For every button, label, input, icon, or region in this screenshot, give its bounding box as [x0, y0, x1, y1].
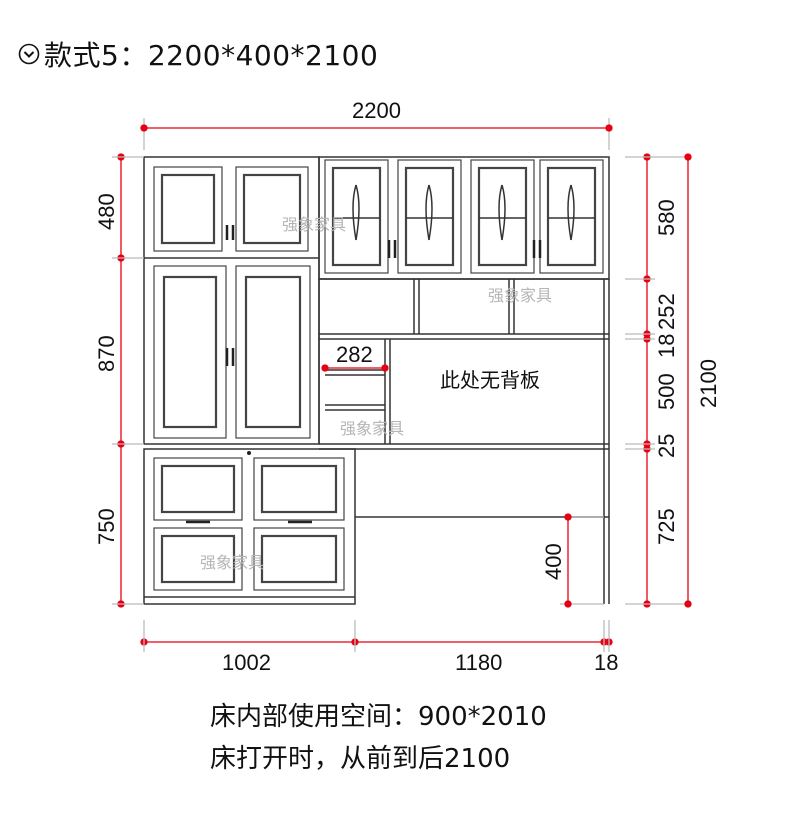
glass-decor [333, 184, 595, 241]
dim-left-480: 480 [94, 193, 119, 230]
dim-left-870: 870 [94, 335, 119, 372]
dim-bottom-18: 18 [594, 650, 618, 675]
header: 款式5：2200*400*2100 [18, 34, 378, 74]
dim-right-18: 18 [654, 334, 679, 358]
dim-top-width: 2200 [352, 98, 401, 123]
watermark-3: 强象家具 [340, 419, 404, 438]
page-title: 款式5：2200*400*2100 [44, 39, 379, 72]
dim-total-height: 2100 [696, 359, 721, 408]
dim-bottom-1180: 1180 [455, 650, 502, 675]
dim-desk-400: 400 [541, 543, 566, 580]
watermark-1: 强象家具 [282, 215, 346, 234]
dimension-lines [112, 118, 692, 652]
dim-right-580: 580 [654, 199, 679, 236]
dim-left-750: 750 [94, 508, 119, 545]
watermark-2: 强象家具 [488, 286, 552, 305]
dim-bottom-1002: 1002 [222, 650, 271, 675]
note-bed-open: 床打开时，从前到后2100 [210, 744, 511, 774]
dim-right-500: 500 [654, 373, 679, 410]
dim-right-25: 25 [654, 434, 679, 458]
no-back-panel-label: 此处无背板 [440, 368, 540, 392]
dim-right-725: 725 [654, 508, 679, 545]
cabinet-outline [143, 156, 610, 605]
bed-lock [247, 451, 251, 455]
dim-inner-282: 282 [336, 342, 373, 367]
chevron-circle-icon [18, 43, 40, 65]
dim-right-252: 252 [654, 293, 679, 330]
door-handles [186, 225, 542, 524]
watermark-4: 强象家具 [200, 553, 264, 572]
note-bed-space: 床内部使用空间：900*2010 [210, 702, 547, 732]
door-panels [153, 159, 604, 591]
